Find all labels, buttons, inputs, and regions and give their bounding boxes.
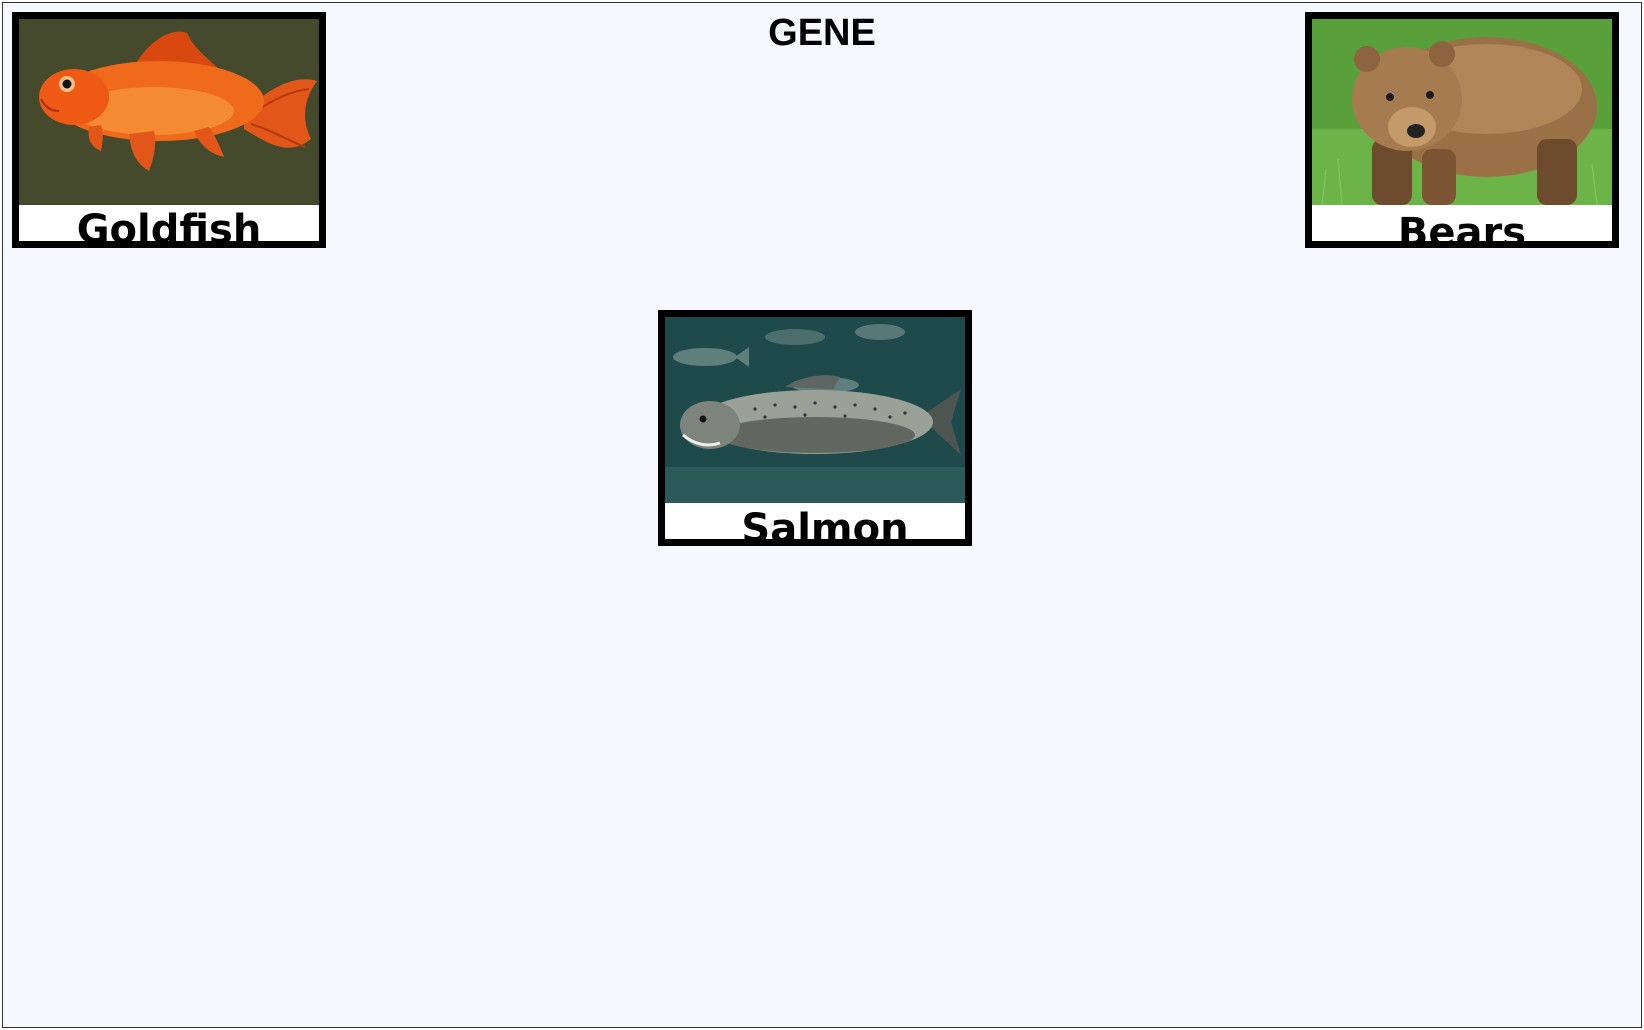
salmon-icon	[665, 317, 965, 503]
card-label-salmon: Salmon	[741, 506, 909, 546]
goldfish-image	[19, 19, 319, 205]
page-title: GENE	[768, 12, 876, 54]
bear-icon	[1312, 19, 1612, 205]
bear-image	[1312, 19, 1612, 205]
card-goldfish[interactable]: Goldfish	[12, 12, 326, 248]
salmon-image	[665, 317, 965, 503]
card-label-bears: Bears	[1397, 210, 1527, 248]
goldfish-icon	[19, 19, 319, 205]
card-bears[interactable]: Bears	[1305, 12, 1619, 248]
card-label-goldfish: Goldfish	[76, 207, 262, 248]
card-salmon[interactable]: Salmon	[658, 310, 972, 546]
